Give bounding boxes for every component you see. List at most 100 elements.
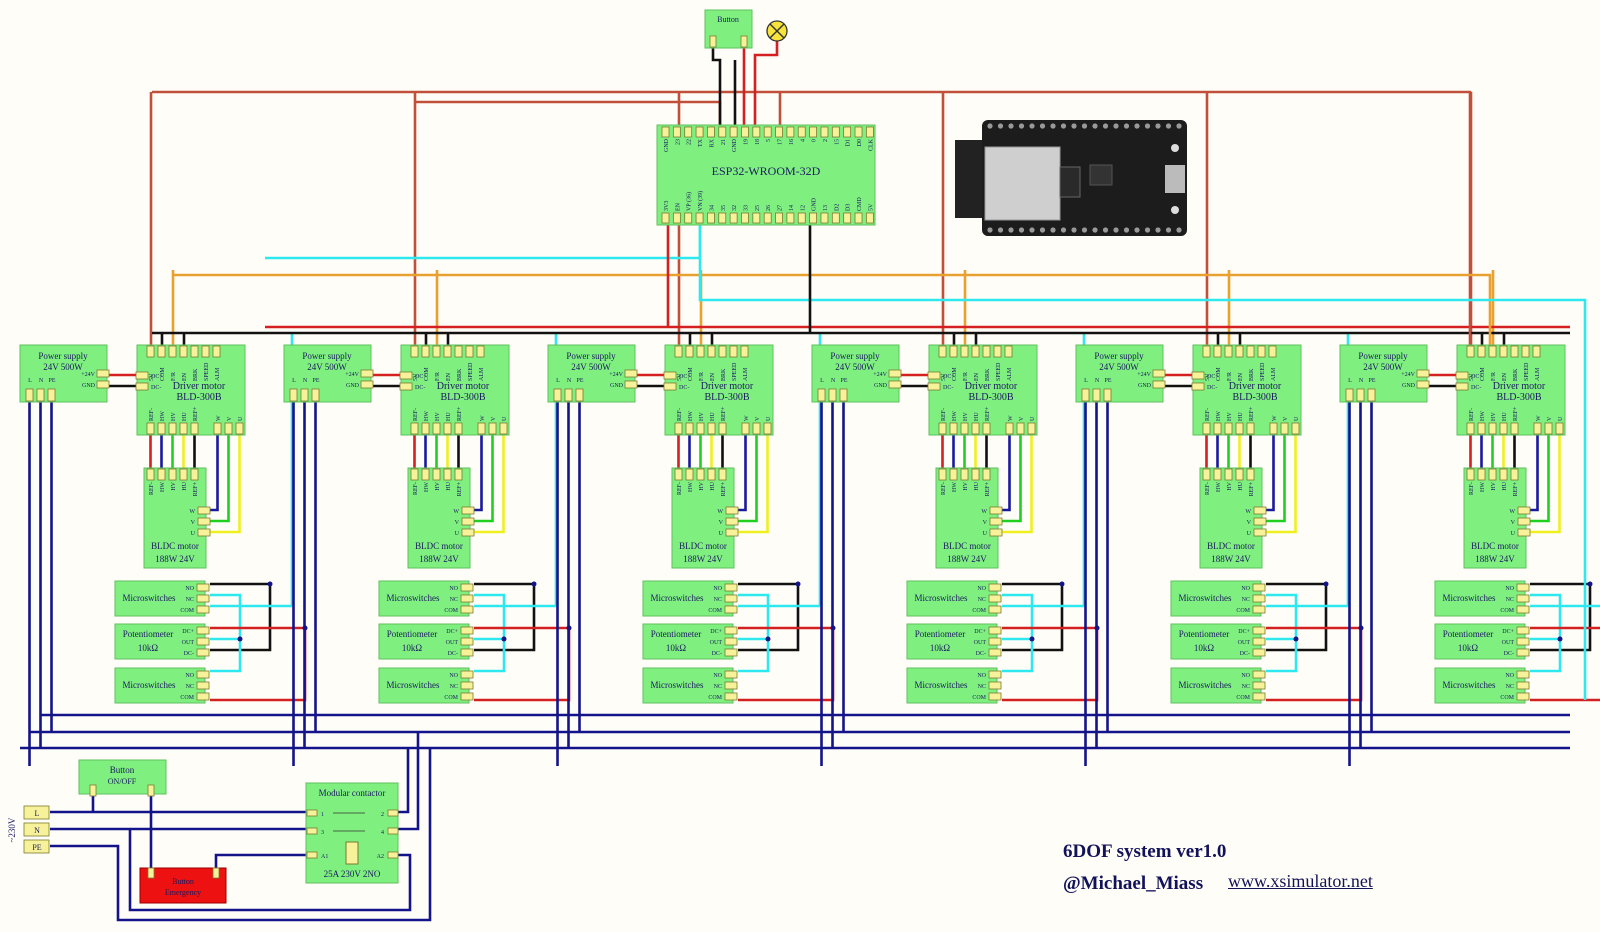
brown-bus-2 bbox=[416, 100, 722, 125]
ps-dc-pin-label: GND bbox=[346, 383, 360, 389]
pot-pin bbox=[988, 626, 1002, 635]
driver-dc-pin-label: DC+ bbox=[415, 374, 427, 380]
switch2-pin-label: COM bbox=[1500, 695, 1514, 701]
driver-dc-pin-label: DC+ bbox=[1471, 374, 1483, 380]
driver-top-pin-label: COM bbox=[1216, 367, 1222, 381]
header-pin bbox=[1176, 227, 1182, 233]
driver-dc-pin bbox=[663, 371, 677, 380]
esp32-top-pin bbox=[797, 126, 806, 138]
driver-bottom-pin bbox=[1555, 422, 1564, 435]
driver-module bbox=[1192, 344, 1302, 436]
motor-phase-pin-label: U bbox=[191, 531, 196, 537]
driver-dc-pin bbox=[399, 382, 413, 391]
driver-top-pin-label: F/R bbox=[171, 372, 177, 381]
ps-dc-pin-label: +24V bbox=[609, 372, 623, 378]
driver-bottom-pin-label: HU bbox=[446, 412, 452, 421]
contactor-left-pin bbox=[306, 851, 318, 859]
bldc-motor-module bbox=[671, 467, 735, 569]
motor-hall-pin-label: HW bbox=[688, 482, 694, 492]
driver-top-pin-label: BRK bbox=[1513, 368, 1519, 381]
header-pin bbox=[1092, 227, 1098, 233]
driver-top-pin-label: BRK bbox=[1249, 368, 1255, 381]
motor-hall-pin-label: REF+ bbox=[1513, 481, 1519, 496]
esp32-top-pin-label: 17 bbox=[778, 139, 784, 145]
wires-layer bbox=[20, 41, 1600, 922]
power-supply-title: Power supply bbox=[302, 351, 352, 361]
switch1-pin-label: COM bbox=[972, 608, 986, 614]
driver-top-pin-label: F/R bbox=[1227, 372, 1233, 381]
switch2-pin bbox=[460, 681, 474, 690]
contactor-right-pin bbox=[387, 809, 399, 817]
motor-hall-pin-label: HW bbox=[160, 482, 166, 492]
header-pin bbox=[997, 227, 1004, 233]
motor-phase-pin-label: V bbox=[983, 520, 988, 526]
esp32-top-pin-label: 15 bbox=[834, 139, 840, 145]
ps-dc-pin bbox=[624, 380, 638, 389]
esp32-bottom-pin bbox=[763, 212, 772, 224]
potentiometer-value: 10kΩ bbox=[138, 643, 159, 653]
driver-dc-pin-label: DC- bbox=[1207, 385, 1217, 391]
driver-model: BLD-300B bbox=[1497, 392, 1542, 403]
driver-top-pin bbox=[1224, 345, 1233, 358]
switch1-pin bbox=[196, 583, 210, 592]
header-pin bbox=[987, 227, 993, 233]
driver-top-pin bbox=[674, 345, 683, 358]
pot-supply-wire bbox=[1530, 626, 1600, 702]
driver-top-pin-label: F/R bbox=[1491, 372, 1497, 381]
pot-pin bbox=[1516, 637, 1530, 646]
motor-hall-pin-label: HW bbox=[1216, 482, 1222, 492]
driver-bottom-pin-label: W bbox=[216, 415, 222, 421]
switch-nc-wire bbox=[474, 593, 506, 673]
pot-pin bbox=[460, 648, 474, 657]
motor-hall-pin-label: REF- bbox=[1469, 482, 1475, 495]
motor-phase-pin bbox=[197, 528, 211, 537]
motor-hall-pin bbox=[1235, 468, 1244, 481]
mains-terminal-label: PE bbox=[32, 843, 41, 852]
ps-ac-pin bbox=[47, 388, 56, 402]
driver-bottom-pin bbox=[454, 422, 463, 435]
driver-bottom-pin-label: W bbox=[744, 415, 750, 421]
esp32-top-pin bbox=[695, 126, 704, 138]
driver-bottom-pin-label: HW bbox=[952, 411, 958, 421]
driver-title: Driver motor bbox=[965, 381, 1018, 392]
website-link[interactable]: www.xsimulator.net bbox=[1228, 871, 1373, 891]
pot-pin bbox=[988, 648, 1002, 657]
driver-bottom-pin bbox=[168, 422, 177, 435]
driver-bottom-pin-label: HU bbox=[710, 412, 716, 421]
driver-top-pin-label: EN bbox=[446, 372, 452, 381]
contactor-right-pin bbox=[387, 827, 399, 835]
driver-top-pin bbox=[476, 345, 485, 358]
pot-pin-label: OUT bbox=[1502, 640, 1515, 646]
switch1-pin-label: NC bbox=[978, 597, 986, 603]
ps-ac-pin bbox=[817, 388, 826, 402]
header-pin bbox=[1071, 227, 1077, 233]
driver-top-pin bbox=[993, 345, 1002, 358]
microswitch-title: Microswitches bbox=[1443, 680, 1496, 690]
contactor-left-pin bbox=[306, 827, 318, 835]
header-pin bbox=[1081, 227, 1088, 233]
motor-hall-pin bbox=[971, 468, 980, 481]
driver-bottom-pin bbox=[685, 422, 694, 435]
driver-bottom-pin-label: V bbox=[227, 416, 233, 421]
esp32-bottom-pin-label: CMD bbox=[857, 197, 863, 211]
phase-wire bbox=[210, 435, 230, 523]
driver-bottom-pin-label: HV bbox=[435, 412, 441, 421]
driver-top-pin-label: COM bbox=[160, 367, 166, 381]
motor-hall-pin bbox=[949, 468, 958, 481]
motor-phase-pin-label: W bbox=[717, 509, 723, 515]
driver-bottom-pin bbox=[752, 422, 761, 435]
driver-bottom-pin-label: HU bbox=[182, 412, 188, 421]
motor-phase-pin bbox=[725, 528, 739, 537]
junction-dot bbox=[237, 636, 243, 642]
motor-phase-pin-label: V bbox=[1247, 520, 1252, 526]
driver-bottom-pin-label: V bbox=[1019, 416, 1025, 421]
emergency-pin-1 bbox=[147, 867, 155, 879]
power-supply-title: Power supply bbox=[830, 351, 880, 361]
potentiometer-value: 10kΩ bbox=[1194, 643, 1215, 653]
driver-bottom-pin-label: V bbox=[491, 416, 497, 421]
ps-dc-pin bbox=[888, 380, 902, 389]
motor-phase-pin-label: U bbox=[1511, 531, 1516, 537]
junction-dot bbox=[1059, 581, 1065, 587]
esp32-bottom-pin bbox=[729, 212, 738, 224]
switch1-pin-label: NO bbox=[1241, 586, 1250, 592]
